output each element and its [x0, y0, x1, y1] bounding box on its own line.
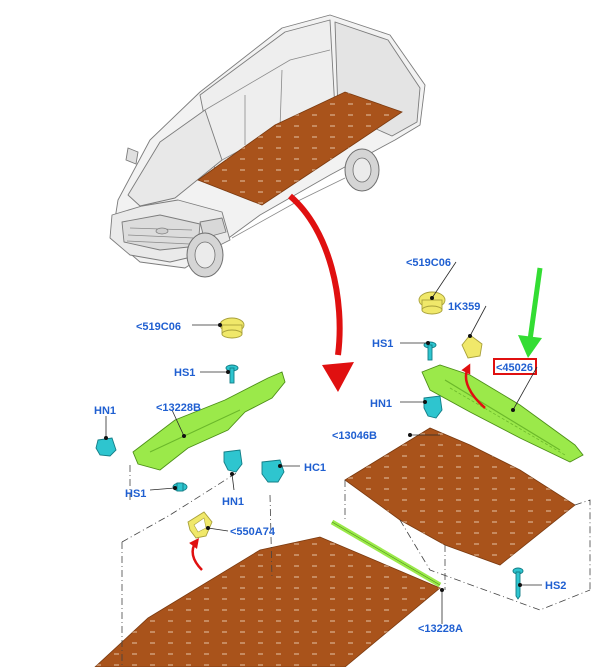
callout-hc1[interactable]: HC1: [304, 462, 326, 474]
callout-hs1-left-top[interactable]: HS1: [174, 367, 195, 379]
assembly-dash-lines: [121, 465, 591, 667]
callout-hn1-left-bottom[interactable]: HN1: [222, 496, 244, 508]
highlight-arrow-green: [527, 267, 543, 341]
clip-hc1[interactable]: [261, 459, 285, 483]
clip-hn1-left-bottom[interactable]: [223, 449, 243, 473]
callout-550a74[interactable]: <550A74: [230, 526, 276, 538]
callout-arrow-main: [288, 193, 343, 356]
sill-trim-45026[interactable]: [421, 364, 584, 463]
callout-13046b[interactable]: <13046B: [332, 430, 377, 442]
callout-hs1-left-bottom[interactable]: HS1: [125, 488, 146, 500]
plug-519c06-left[interactable]: [219, 317, 245, 339]
callout-hs1-right[interactable]: HS1: [372, 338, 393, 350]
van-illustration: [109, 14, 426, 278]
callout-arrowhead-main: [322, 362, 354, 392]
callout-hn1-right[interactable]: HN1: [370, 398, 392, 410]
bracket-1k359[interactable]: [461, 334, 483, 359]
clip-hn1-left[interactable]: [95, 437, 117, 457]
callout-hs2[interactable]: HS2: [545, 580, 566, 592]
screw-hs1-left-top[interactable]: [225, 364, 239, 384]
callout-519c06-right[interactable]: <519C06: [406, 257, 451, 269]
screw-hs1-right[interactable]: [423, 341, 437, 361]
callout-45026[interactable]: <45026: [496, 362, 533, 374]
callout-13228a[interactable]: <13228A: [418, 623, 463, 635]
leader-lines: [105, 261, 542, 624]
screw-hs2[interactable]: [512, 567, 524, 600]
clip-hn1-right[interactable]: [423, 395, 443, 419]
highlight-box-45026: [493, 358, 537, 375]
trim-13228b[interactable]: [132, 371, 286, 471]
callout-13228b[interactable]: <13228B: [156, 402, 201, 414]
plug-519c06-right[interactable]: [418, 291, 446, 315]
callout-519c06-left[interactable]: <519C06: [136, 321, 181, 333]
floor-panel-lower[interactable]: [94, 536, 441, 667]
hook-550a74[interactable]: [187, 511, 213, 539]
callout-1k359[interactable]: 1K359: [448, 301, 480, 313]
callout-arrow-right: [461, 363, 486, 409]
callout-arrow-left: [189, 537, 203, 571]
callout-hn1-left[interactable]: HN1: [94, 405, 116, 417]
leader-dots: [104, 296, 522, 592]
floor-panel-13046b[interactable]: [344, 427, 576, 566]
